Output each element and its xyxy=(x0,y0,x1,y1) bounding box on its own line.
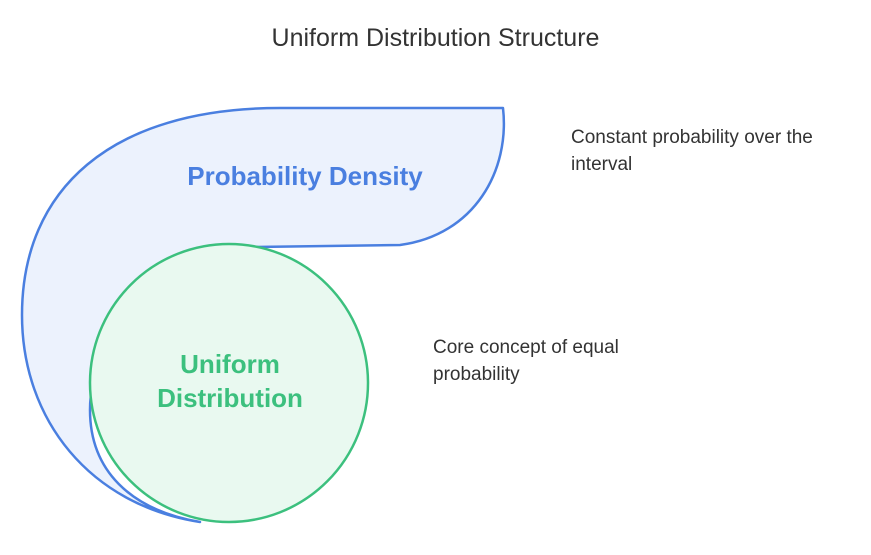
diagram-title: Uniform Distribution Structure xyxy=(271,24,600,52)
probability-density-description: Constant probability over the interval xyxy=(571,127,813,175)
uniform-distribution-label: Uniform Distribution xyxy=(157,349,303,413)
uniform-distribution-description: Core concept of equal probability xyxy=(433,337,619,385)
uniform-distribution-circle xyxy=(88,242,370,524)
probability-density-shape xyxy=(20,106,506,524)
probability-density-label: Probability Density xyxy=(187,161,423,191)
